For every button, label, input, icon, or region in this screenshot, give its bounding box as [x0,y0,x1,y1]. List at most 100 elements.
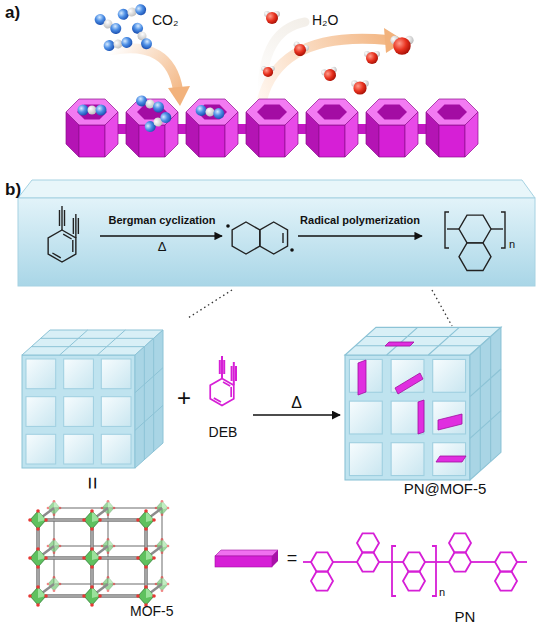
co2-molecules [143,110,174,134]
reaction-arrow [253,414,340,416]
pn-slab [272,550,278,567]
deb-structure [61,206,62,230]
pn-chain-structure [425,561,449,563]
porous-layer [66,99,478,157]
monomer-structure: DEB [193,348,253,446]
pn-chain-structure [517,561,527,563]
h2o-molecules [290,41,309,59]
h2o-molecules [264,11,280,24]
polymer-repeat-unit [459,215,491,243]
pn-chain-structure [449,552,471,571]
porous-layer [306,99,358,157]
deb-monomer [223,360,225,374]
porous-layer [366,99,418,157]
deb-structure [48,230,76,262]
h2o-molecules [261,66,275,77]
porous-layer [186,99,238,157]
pn-chain-structure [471,561,495,563]
deb-structure [75,214,76,238]
node-text: MOF-5 [130,603,190,620]
pn-slab [215,550,278,567]
molecule-label: H₂O [312,12,362,29]
deb-structure [64,210,65,226]
mof5-crystal [28,547,48,569]
polymer-repeat-unit [447,228,459,229]
mof5-crystal [28,500,169,607]
pn-chain-structure [357,533,379,552]
deb-monomer [233,362,235,385]
zoom-dotted-line [432,290,452,326]
mof5-crystal [38,508,162,596]
deb-structure [73,218,74,234]
diradical-structure [226,224,230,228]
mof5-crystal [28,585,48,607]
pn-mof-cube [438,414,462,430]
node-text: Radical polymerization [290,214,430,227]
co2-arrow [112,48,190,106]
pn-chain-structure [403,552,425,571]
co2-molecules [130,21,154,52]
deb-monomer [231,366,233,381]
zoom-dotted-line [188,290,232,318]
pn-chain-structure [357,552,379,571]
polymer-repeat-unit [459,243,491,271]
diradical-structure [226,222,294,254]
repeat-subscript: n [509,238,523,251]
node-text: Bergman cyclization [98,214,226,227]
diradical-structure [260,222,288,254]
polymer-repeat-unit [501,212,505,248]
co2-molecules [117,3,148,21]
node-text: PN@MOF-5 [385,480,505,498]
co2-arrow [168,86,190,106]
pn-chain-structure [392,546,396,596]
reaction-arrow [100,235,222,236]
co2-arrow [112,48,178,90]
pn-chain-structure [333,561,357,563]
co2-molecules [195,104,225,120]
mof5-crystal [82,509,102,531]
h2o-molecules [351,80,369,94]
mof-framework-cube [22,330,163,468]
diradical-structure [290,248,294,252]
deb-monomer [219,360,221,374]
mof5-crystal [38,520,146,596]
deb-monomer [210,356,236,406]
reaction-banner-shape [18,180,535,198]
porous-layer [426,99,478,157]
mof5-crystal [38,520,146,596]
edge-label: Δ [277,393,317,412]
equals-sign: = [79,471,105,495]
co2-molecules [103,36,133,52]
pn-chain-structure [432,546,436,596]
polymer-repeat-unit [445,212,449,248]
h2o-molecules [364,51,380,64]
h2o-arrow [262,22,405,100]
pn-chain-structure [403,572,425,591]
reaction-banner-shape [18,180,535,286]
diradical-structure [232,222,260,254]
panel-letter: b) [5,180,35,200]
pn-slab [215,550,278,556]
mof5-crystal [136,547,156,569]
panel-letter: a) [5,3,35,23]
reaction-banner: Bergman cyclizationΔRadical polymerizati… [18,178,535,290]
mof5-crystal [136,509,156,531]
repeat-subscript: n [439,586,453,599]
mof-framework-cube [22,330,163,468]
node-text: DEB [193,424,253,441]
mof5-crystal [28,509,48,531]
pn-chain-structure [303,561,311,563]
molecule-label: CO₂ [152,12,202,29]
diradical-structure [282,233,283,243]
reaction-arrow [100,235,422,236]
reaction-arrow [298,235,422,236]
pn-chain-structure [495,552,517,571]
pn-mof-cube [358,360,366,395]
pn-chain-structure [495,572,517,591]
h2o-molecules [261,11,413,95]
pn-chain-structure [311,552,333,571]
